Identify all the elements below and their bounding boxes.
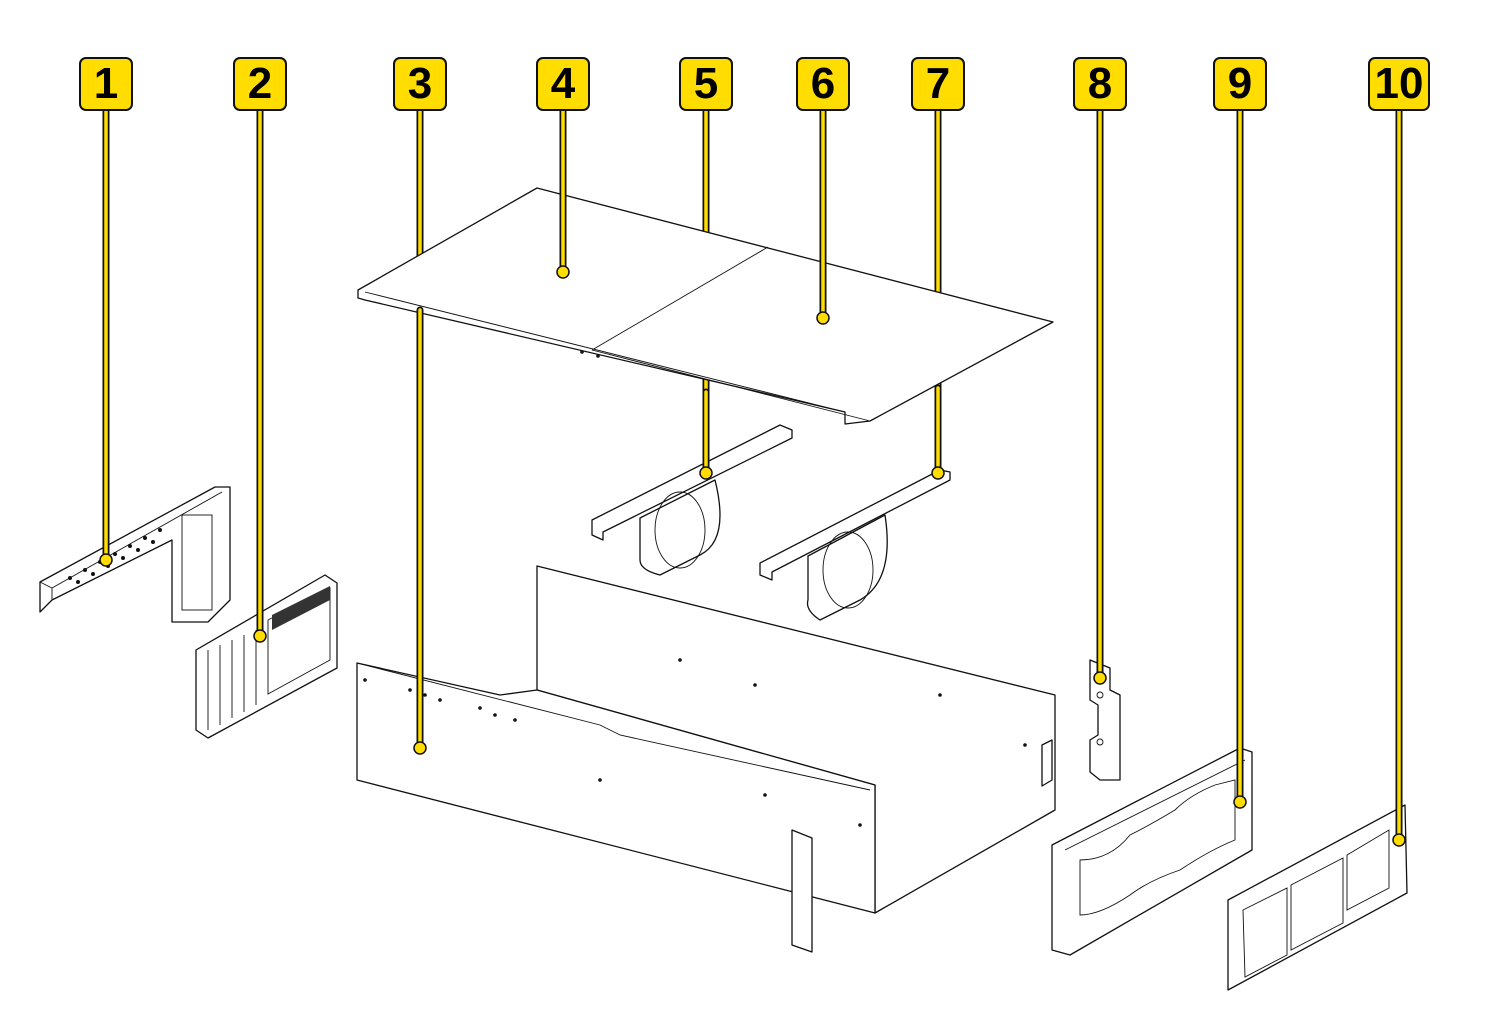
callout-5: 5 bbox=[679, 57, 733, 111]
leader-6 bbox=[816, 104, 830, 325]
callout-1: 1 bbox=[79, 57, 133, 111]
callout-6: 6 bbox=[796, 57, 850, 111]
leader-9 bbox=[1233, 104, 1247, 809]
top-cover-assembly bbox=[357, 187, 1054, 425]
callout-2: 2 bbox=[233, 57, 287, 111]
part-9-fan-frame bbox=[1051, 747, 1253, 956]
part-7-fan-bracket-rear bbox=[759, 469, 951, 621]
part-5-fan-bracket-front bbox=[591, 424, 793, 576]
callout-7: 7 bbox=[911, 57, 965, 111]
part-3-chassis-body bbox=[356, 565, 1056, 953]
leader-10 bbox=[1392, 104, 1406, 847]
leader-1 bbox=[99, 104, 113, 567]
callout-8: 8 bbox=[1073, 57, 1127, 111]
leader-5-visible bbox=[699, 388, 713, 480]
part-2-expansion-slot-panel bbox=[195, 574, 338, 739]
callout-3: 3 bbox=[393, 57, 447, 111]
leader-2 bbox=[253, 104, 267, 643]
callout-10: 10 bbox=[1368, 57, 1430, 111]
callout-4: 4 bbox=[536, 57, 590, 111]
callout-9: 9 bbox=[1213, 57, 1267, 111]
part-1-front-io-bracket bbox=[39, 486, 231, 623]
leader-3-visible bbox=[413, 306, 427, 755]
part-8-side-rail-bracket bbox=[1089, 659, 1121, 781]
leader-8 bbox=[1093, 104, 1107, 685]
leader-7-visible bbox=[931, 384, 945, 480]
part-10-front-bezel bbox=[1227, 804, 1408, 991]
leader-4 bbox=[556, 104, 570, 279]
